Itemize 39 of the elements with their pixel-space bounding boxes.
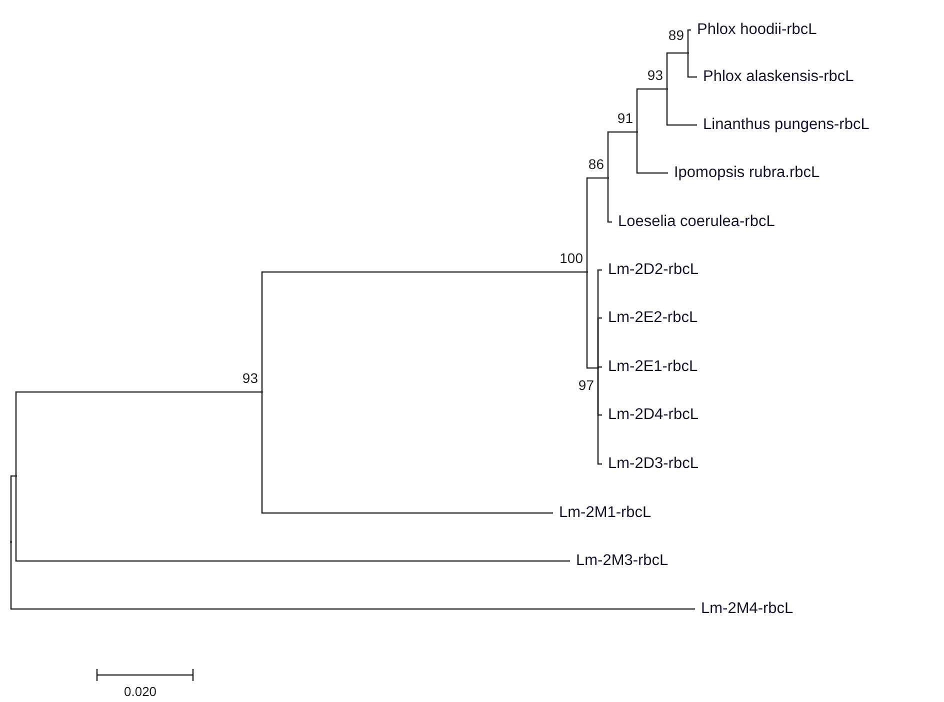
taxon-label: Lm-2D2-rbcL (602, 260, 698, 280)
tree-branch (636, 132, 668, 174)
tree-branch (597, 368, 602, 465)
tree-branch (15, 476, 570, 562)
tree-branch (586, 177, 607, 272)
tree-branch (597, 317, 602, 368)
taxon-label: Lm-2M3-rbcL (570, 551, 668, 571)
tree-branch (261, 392, 553, 514)
tree-branch (666, 52, 687, 89)
tree-branch (261, 271, 586, 392)
scale-label: 0.020 (124, 684, 157, 699)
taxon-label: Ipomopsis rubra.rbcL (668, 163, 820, 183)
bootstrap-value: 93 (242, 370, 258, 386)
taxon-label: Lm-2M4-rbcL (695, 599, 794, 619)
taxon-label: Lm-2E1-rbcL (602, 357, 698, 377)
bootstrap-value: 86 (588, 156, 604, 172)
tree-branch (10, 542, 695, 610)
tree-branch (607, 131, 636, 178)
tree-branch (607, 178, 612, 223)
tree-branch (666, 89, 697, 126)
taxon-label: Phlox alaskensis-rbcL (697, 67, 854, 87)
bootstrap-value: 97 (578, 377, 594, 393)
bootstrap-value: 93 (647, 67, 663, 83)
tree-branch (586, 272, 597, 369)
taxon-label: Linanthus pungens-rbcL (697, 115, 870, 135)
tree-branch (687, 29, 691, 53)
tree-branch (687, 53, 697, 78)
bootstrap-value: 100 (560, 250, 583, 266)
taxon-label: Phlox hoodii-rbcL (691, 20, 817, 40)
bootstrap-value: 91 (617, 110, 633, 126)
taxon-label: Lm-2E2-rbcL (602, 308, 698, 328)
taxon-label: Lm-2D4-rbcL (602, 405, 698, 425)
taxon-label: Loeselia coerulea-rbcL (612, 212, 775, 232)
taxon-label: Lm-2M1-rbcL (553, 503, 652, 523)
bootstrap-value: 89 (668, 27, 684, 43)
tree-branch (636, 88, 666, 132)
taxon-label: Lm-2D3-rbcL (602, 454, 698, 474)
tree-branch (15, 391, 261, 476)
tree-branch (10, 475, 15, 542)
